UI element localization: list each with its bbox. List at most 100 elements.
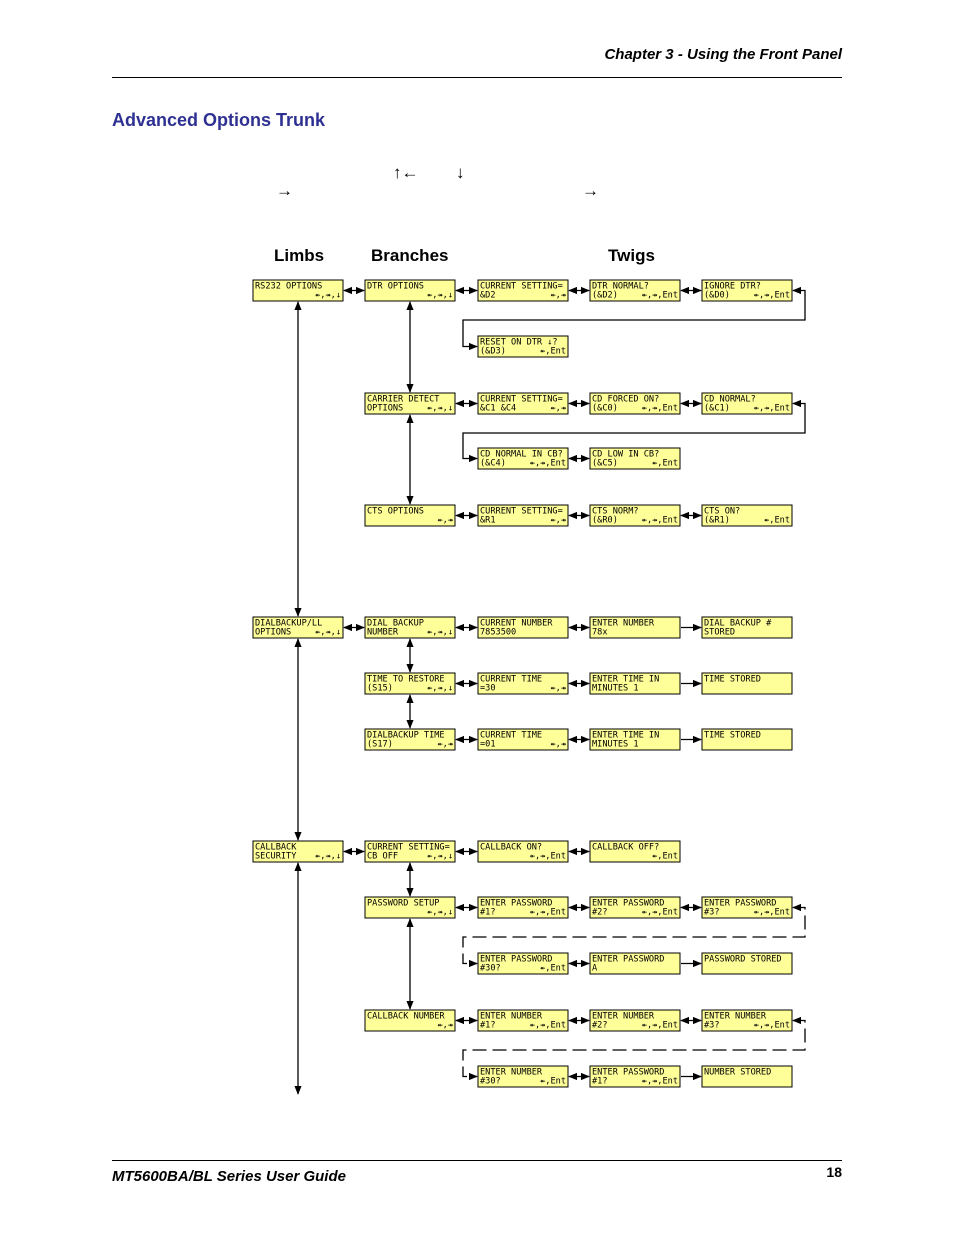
menu-box-frame (589, 1009, 681, 1032)
menu-box-keys: ↞,↠ (550, 291, 566, 301)
menu-box-cd-current: CURRENT SETTING=&C1 &C4↞,↠ (477, 392, 569, 415)
menu-box-line-2: MINUTES 1 (592, 740, 639, 750)
menu-box-line-1: ENTER TIME IN (592, 731, 659, 741)
menu-box-line-1: ENTER NUMBER (704, 1012, 767, 1022)
menu-box-callback-on: CALLBACK ON?↞,↠,Ent (477, 840, 569, 863)
menu-box-line-1: CURRENT TIME (480, 731, 542, 741)
menu-box-line-1: ENTER TIME IN (592, 675, 659, 685)
menu-box-frame (701, 616, 793, 639)
wrap-connector (462, 286, 806, 351)
menu-box-line-1: DTR OPTIONS (367, 282, 424, 292)
menu-box-line-1: ENTER PASSWORD (592, 955, 664, 965)
menu-box-keys: ↞,↠ (550, 516, 566, 526)
menu-box-keys: ↞,Ent (652, 459, 678, 469)
menu-box-line-2: (&R1) (704, 516, 730, 526)
menu-box-frame (252, 279, 344, 302)
menu-box-frame (364, 616, 456, 639)
menu-box-keys: ↞,↠,↓ (427, 628, 453, 638)
menu-box-frame (589, 952, 681, 975)
menu-box-dtr-normal: DTR NORMAL?(&D2)↞,↠,Ent (589, 279, 681, 302)
menu-box-frame (364, 1009, 456, 1032)
menu-box-frame (477, 504, 569, 527)
menu-box-callback-number: CALLBACK NUMBER↞,↠ (364, 1009, 456, 1032)
menu-box-number-stored: NUMBER STORED (701, 1065, 793, 1088)
menu-box-keys: ↞,↠,↓ (427, 852, 453, 862)
menu-box-line-2: 7853500 (480, 628, 516, 638)
menu-box-line-1: CALLBACK NUMBER (367, 1012, 445, 1022)
menu-box-frame (252, 616, 344, 639)
wrap-connector (462, 1016, 806, 1081)
menu-box-line-1: CD LOW IN CB? (592, 450, 659, 460)
menu-box-keys: ↞,↠,Ent (530, 459, 566, 469)
menu-box-line-2: (&R0) (592, 516, 618, 526)
menu-box-keys: ↞,↠ (437, 1021, 453, 1031)
menu-box-password-stored: PASSWORD STORED (701, 952, 793, 975)
menu-box-line-1: CURRENT SETTING= (480, 282, 563, 292)
menu-box-frame (701, 672, 793, 695)
menu-box-password-setup: PASSWORD SETUP↞,↠,↓ (364, 896, 456, 919)
menu-box-frame (477, 335, 569, 358)
menu-box-keys: ↞,↠ (550, 740, 566, 750)
menu-box-keys: ↞,↠ (550, 684, 566, 694)
menu-box-frame (701, 952, 793, 975)
menu-box-line-1: ENTER NUMBER (480, 1012, 543, 1022)
menu-box-frame (252, 840, 344, 863)
menu-box-keys: ↞,↠,Ent (642, 404, 678, 414)
menu-box-line-1: ENTER NUMBER (592, 1012, 655, 1022)
menu-box-line-2: OPTIONS (255, 628, 291, 638)
menu-box-frame (477, 1065, 569, 1088)
menu-box-enter-password-1: ENTER PASSWORD#1?↞,↠,Ent (477, 896, 569, 919)
menu-box-frame (589, 279, 681, 302)
menu-box-keys: ↞,↠,Ent (530, 908, 566, 918)
menu-box-line-2: (&C0) (592, 404, 618, 414)
menu-box-keys: ↞,↠,↓ (315, 628, 341, 638)
menu-box-keys: ↞,Ent (652, 852, 678, 862)
menu-box-frame (364, 279, 456, 302)
menu-box-cts-norm: CTS NORM?(&R0)↞,↠,Ent (589, 504, 681, 527)
menu-box-cd-normal-in-cb: CD NORMAL IN CB?(&C4)↞,↠,Ent (477, 447, 569, 470)
menu-box-keys: ↞,Ent (540, 964, 566, 974)
menu-box-frame (477, 392, 569, 415)
menu-box-keys: ↞,↠,↓ (315, 291, 341, 301)
menu-box-keys: ↞,↠,Ent (754, 404, 790, 414)
menu-box-line-1: CURRENT TIME (480, 675, 542, 685)
menu-box-line-1: CD NORMAL? (704, 395, 756, 405)
menu-box-line-2: &C1 &C4 (480, 404, 516, 414)
menu-box-line-2: &D2 (480, 291, 496, 301)
menu-box-line-2: (&D3) (480, 347, 506, 357)
menu-box-frame (589, 616, 681, 639)
menu-box-dial-backup-stored: DIAL BACKUP #STORED (701, 616, 793, 639)
menu-box-restore-current-time: CURRENT TIME=30↞,↠ (477, 672, 569, 695)
menu-box-keys: ↞,↠,Ent (754, 1021, 790, 1031)
menu-box-keys: ↞,↠,↓ (427, 404, 453, 414)
menu-box-cts-on: CTS ON?(&R1)↞,Ent (701, 504, 793, 527)
menu-box-line-2: #3? (704, 1021, 720, 1031)
menu-box-line-2: OPTIONS (367, 404, 403, 414)
menu-box-line-2: #1? (480, 908, 496, 918)
menu-box-frame (364, 896, 456, 919)
menu-box-line-1: TIME STORED (704, 675, 761, 685)
menu-box-frame (701, 896, 793, 919)
menu-box-rs232-options: RS232 OPTIONS↞,↠,↓ (252, 279, 344, 302)
menu-box-cd-normal: CD NORMAL?(&C1)↞,↠,Ent (701, 392, 793, 415)
column-heading-branches: Branches (371, 246, 449, 265)
menu-box-line-1: CURRENT SETTING= (480, 507, 563, 517)
menu-box-keys: ↞,↠ (437, 740, 453, 750)
menu-box-cb-enter-password-1: ENTER PASSWORD#1?↞,↠,Ent (589, 1065, 681, 1088)
menu-box-dbt-time-stored: TIME STORED (701, 728, 793, 751)
menu-box-frame (701, 392, 793, 415)
menu-box-frame (364, 840, 456, 863)
menu-box-line-1: CURRENT SETTING= (480, 395, 563, 405)
menu-box-frame (364, 672, 456, 695)
page-number: 18 (826, 1164, 842, 1180)
menu-box-line-1: ENTER NUMBER (480, 1068, 543, 1078)
menu-box-line-2: #30? (480, 1077, 501, 1087)
menu-box-frame (477, 896, 569, 919)
menu-box-keys: ↞,↠,Ent (642, 1021, 678, 1031)
menu-box-callback-off: CALLBACK OFF?↞,Ent (589, 840, 681, 863)
